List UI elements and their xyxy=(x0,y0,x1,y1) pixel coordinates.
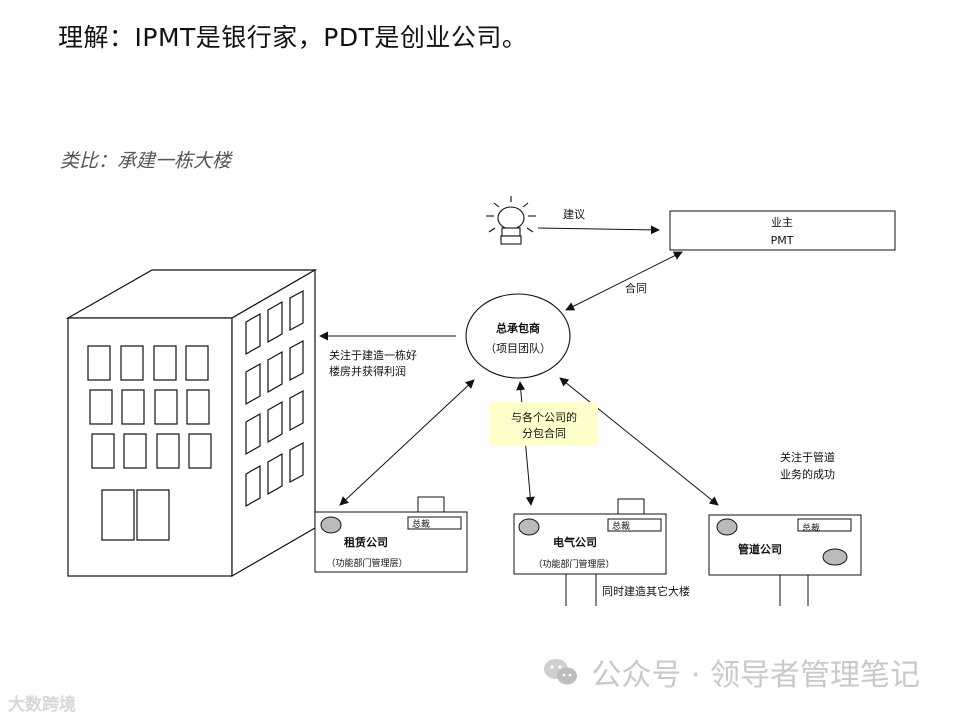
owner-label: 业主 xyxy=(771,216,793,229)
pipe-focus-line1: 关注于管道 xyxy=(780,450,835,464)
general-contractor-ellipse xyxy=(465,293,571,379)
electric-company-box xyxy=(513,498,667,575)
electric-president-label: 总裁 xyxy=(612,520,630,532)
wechat-icon xyxy=(543,657,579,687)
pipe-president-label: 总裁 xyxy=(802,522,820,534)
electric-sub-label: （功能部门管理层） xyxy=(533,558,614,570)
watermark-text: 公众号 · 领导者管理笔记 xyxy=(591,658,920,693)
subcontract-line2: 分包合同 xyxy=(522,426,566,440)
owner-pmt-label: PMT xyxy=(771,234,794,247)
leasing-company-label: 租赁公司 xyxy=(344,535,388,549)
subcontract-arrow-pipe xyxy=(559,377,719,506)
building-illustration xyxy=(65,268,318,578)
contract-arrow xyxy=(565,251,683,311)
other-buildings-label: 同时建造其它大楼 xyxy=(602,584,690,598)
suggest-arrow xyxy=(537,225,660,235)
owner-box xyxy=(669,210,896,251)
leasing-sub-label: （功能部门管理层） xyxy=(326,557,407,569)
goal-line1: 关注于建造一栋好 xyxy=(329,348,417,362)
page-title: 理解：IPMT是银行家，PDT是创业公司。 xyxy=(58,23,528,52)
subcontract-arrow-leasing xyxy=(339,379,475,506)
watermark: 公众号 · 领导者管理笔记 xyxy=(543,650,920,694)
project-team-label: （项目团队） xyxy=(485,341,551,355)
lightbulb-icon xyxy=(486,196,536,245)
pipe-focus-line2: 业务的成功 xyxy=(780,467,835,481)
leasing-company-box xyxy=(314,496,468,573)
pipe-company-box xyxy=(708,514,862,576)
corner-watermark: 大数跨境 xyxy=(8,695,76,715)
contract-label: 合同 xyxy=(625,281,647,295)
general-contractor-label: 总承包商 xyxy=(496,321,540,335)
subcontract-line1: 与各个公司的 xyxy=(511,410,577,424)
page-subtitle: 类比：承建一栋大楼 xyxy=(60,150,232,172)
other-buildings-lines xyxy=(565,574,809,606)
electric-company-label: 电气公司 xyxy=(553,535,597,549)
pipe-company-label: 管道公司 xyxy=(738,542,782,556)
suggest-label: 建议 xyxy=(563,207,585,221)
subcontract-note xyxy=(490,402,598,446)
leasing-president-label: 总裁 xyxy=(412,518,430,530)
goal-line2: 楼房并获得利润 xyxy=(329,364,406,378)
